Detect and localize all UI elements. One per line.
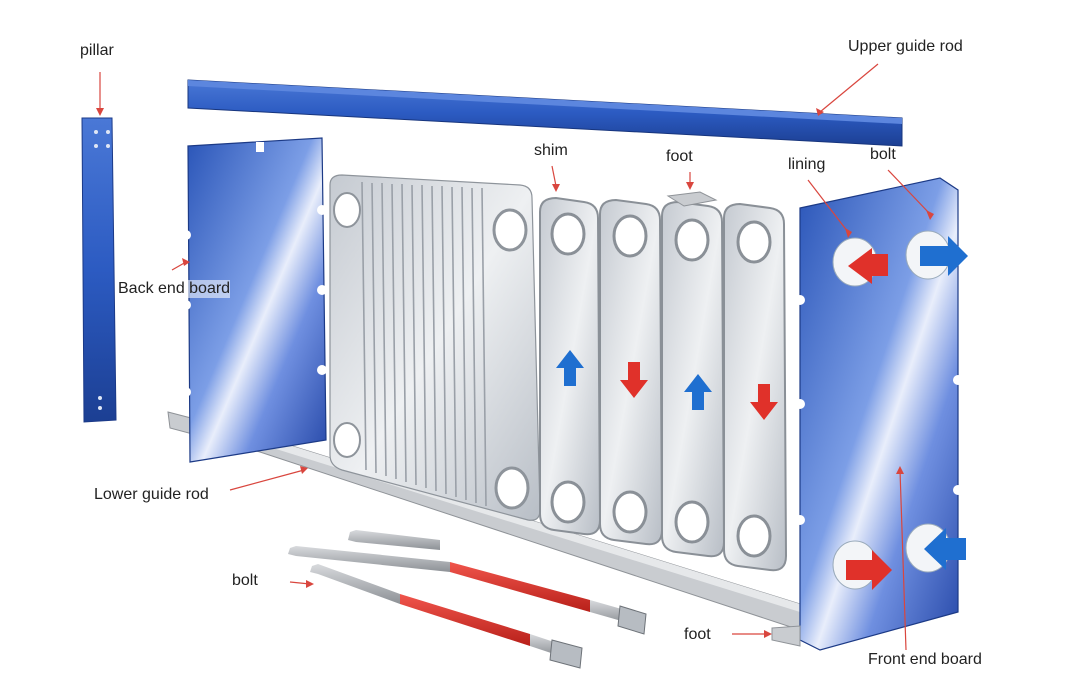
label-bolt-bottom: bolt — [232, 572, 258, 589]
pointer-lines — [99, 63, 931, 651]
label-foot-bottom: foot — [684, 626, 711, 643]
hot-inlet-arrow — [848, 248, 888, 284]
foot-top — [666, 191, 718, 207]
cold-flow-up-arrow — [684, 374, 712, 410]
tie-bolt-2 — [348, 530, 440, 550]
plate-pack — [329, 174, 541, 521]
label-upper-guide-rod: Upper guide rod — [848, 38, 963, 55]
tie-bolt-1 — [288, 546, 647, 635]
heat-plate-4 — [723, 202, 788, 572]
cold-flow-up-arrow — [556, 350, 584, 386]
label-lower-guide-rod: Lower guide rod — [94, 486, 209, 503]
label-shim: shim — [534, 142, 568, 159]
hot-flow-down-arrow — [620, 362, 648, 398]
label-lining: lining — [788, 156, 826, 173]
label-back-end-board: Back end board — [118, 280, 231, 298]
cold-outlet-arrow — [920, 236, 968, 276]
heat-plate-3 — [661, 200, 726, 558]
hot-flow-down-arrow — [750, 384, 778, 420]
label-pillar: pillar — [80, 42, 114, 59]
back-end-board — [181, 137, 327, 463]
upper-guide-rod — [187, 79, 903, 147]
cold-inlet-arrow — [924, 528, 966, 570]
hot-outlet-arrow — [846, 550, 892, 590]
label-foot-top: foot — [666, 148, 693, 165]
label-front-end-board: Front end board — [868, 651, 982, 668]
foot-bottom — [771, 625, 801, 647]
pillar — [81, 117, 117, 423]
tie-bolt-3 — [310, 564, 583, 669]
label-bolt-top: bolt — [870, 146, 896, 163]
pointer-heads — [96, 108, 934, 638]
